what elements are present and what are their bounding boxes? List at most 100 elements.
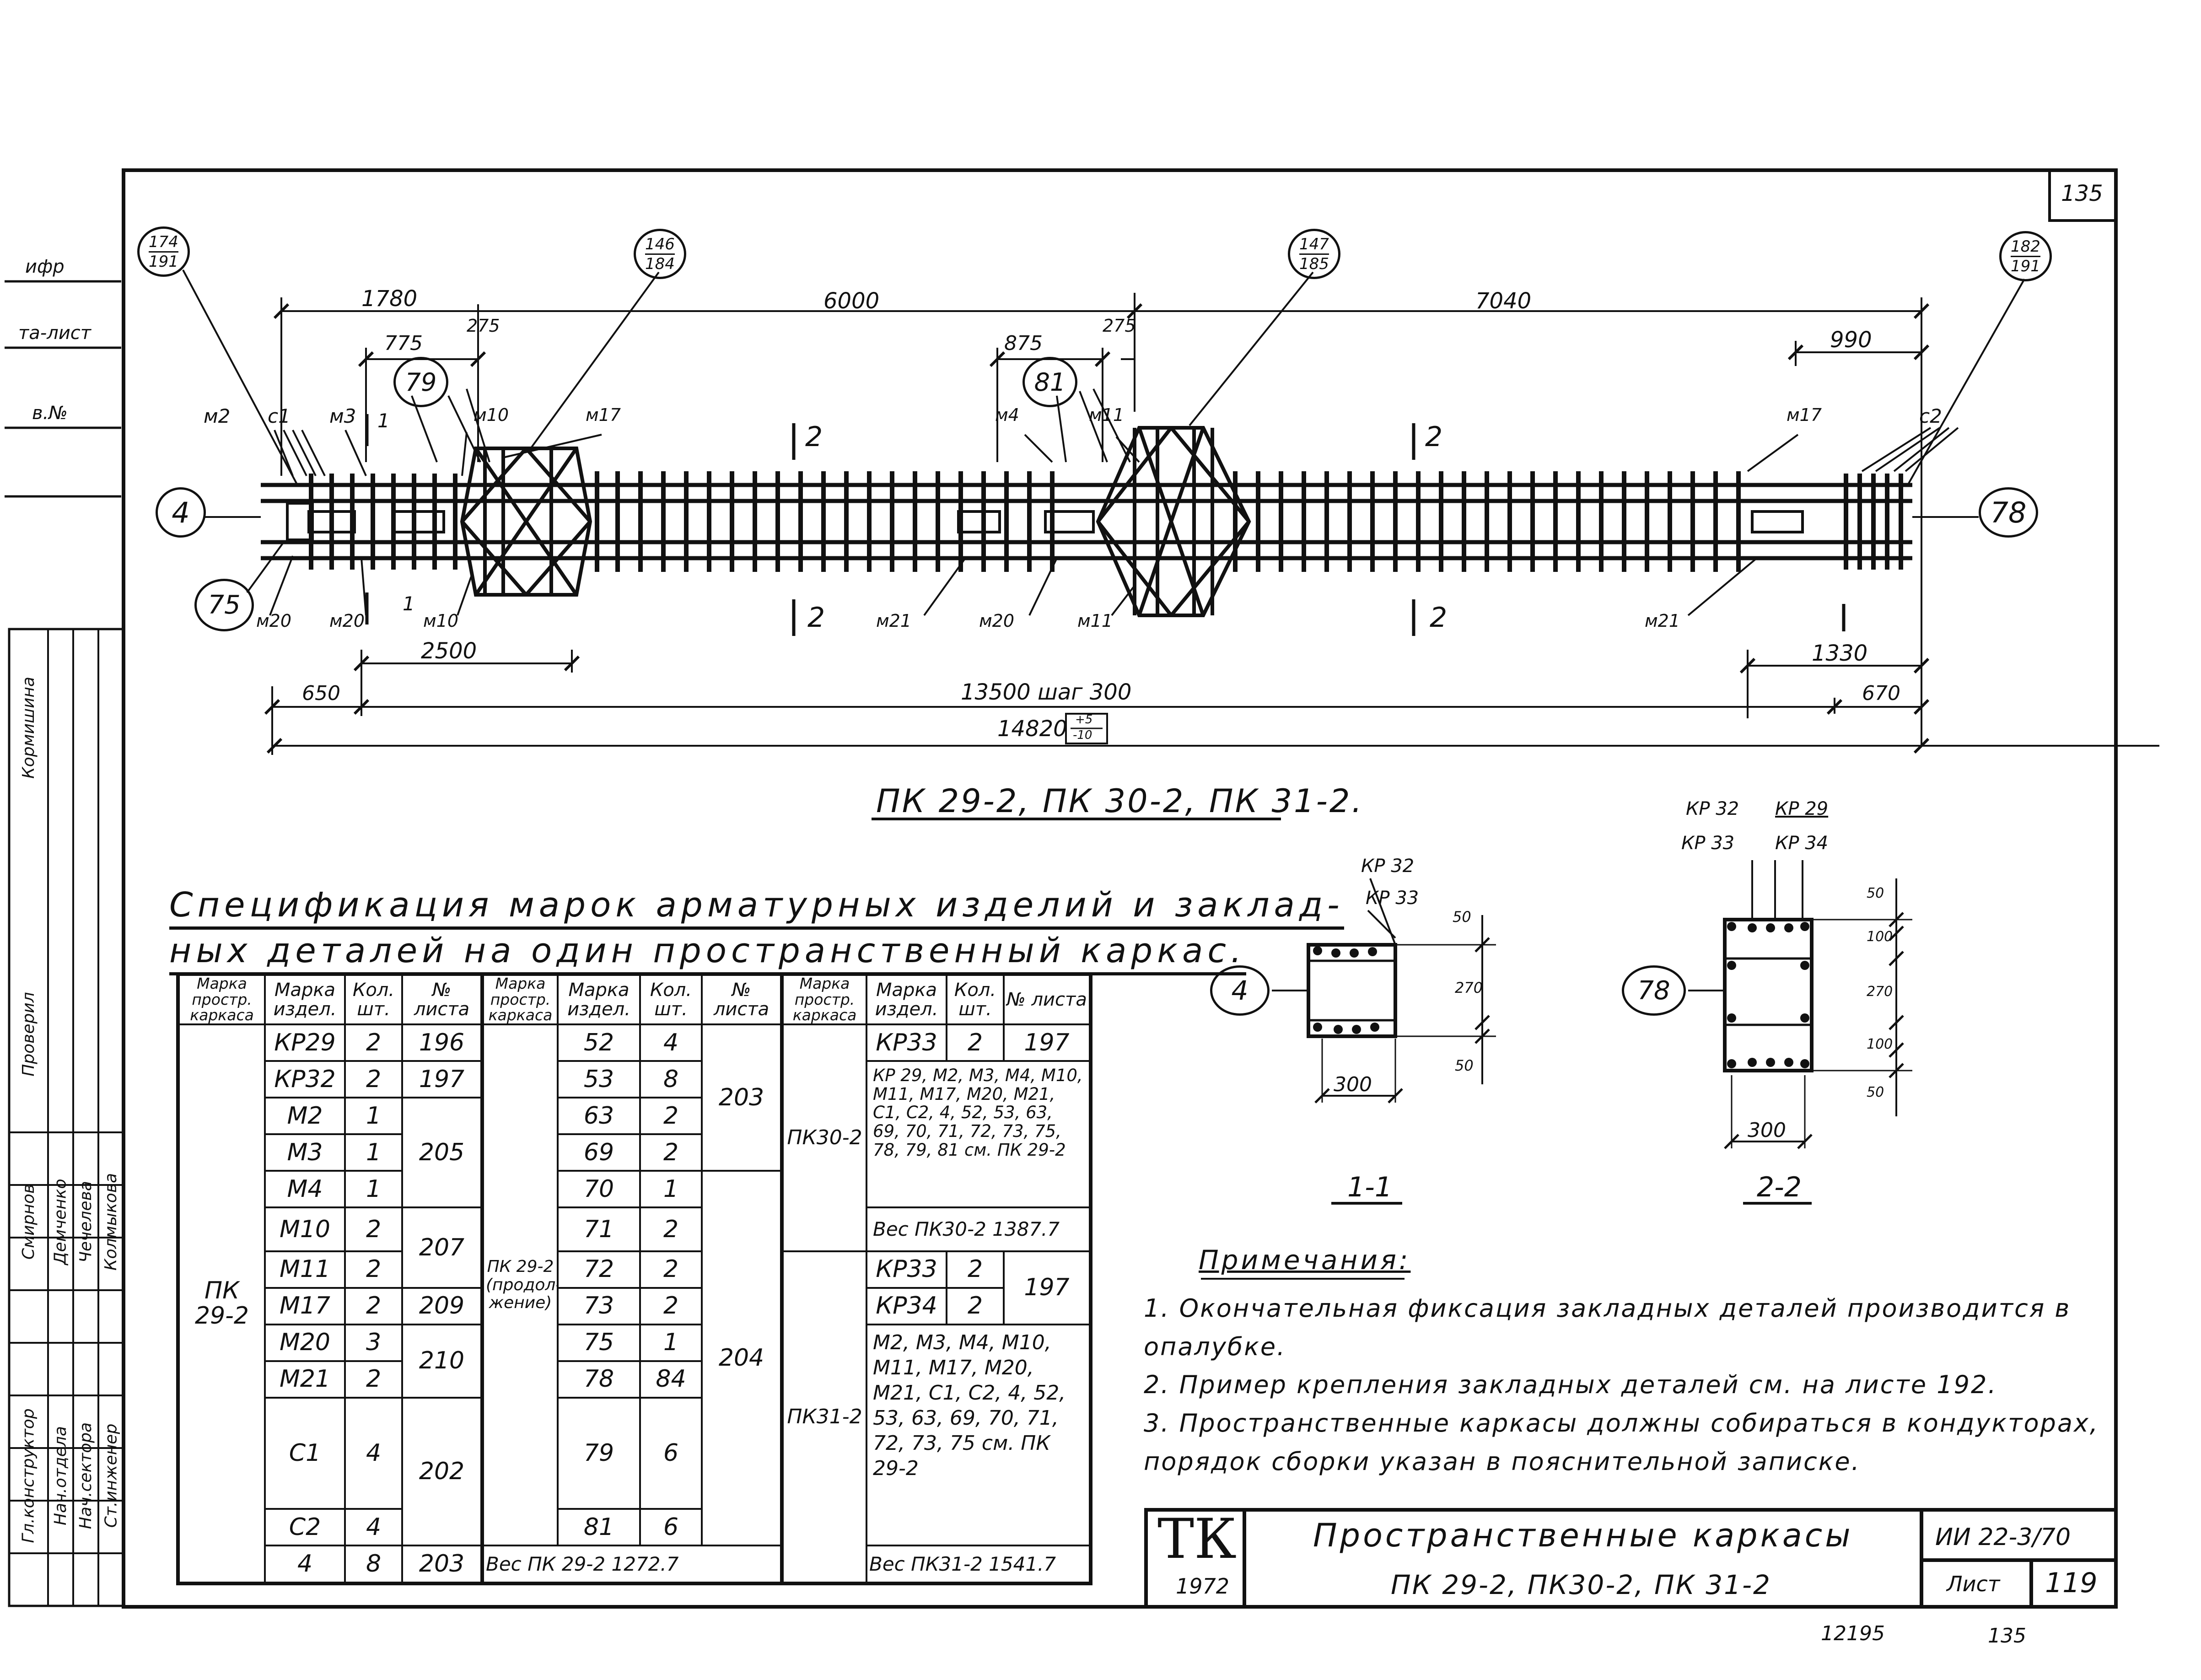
qty-cell: 6 [639, 1396, 703, 1510]
item-mark-cell: 69 [557, 1133, 641, 1172]
stamp-checked-label: Проверил [19, 991, 38, 1077]
axis-marker-4: 4 [1210, 965, 1270, 1016]
dimension-label: 275 [1103, 316, 1136, 336]
qty-cell: 6 [639, 1508, 703, 1547]
item-mark-cell: 63 [557, 1096, 641, 1135]
dimension-label: 300 [1334, 1073, 1372, 1096]
item-mark-cell: 71 [557, 1206, 641, 1252]
sheet-cell: 203 [701, 1023, 783, 1172]
item-mark-cell: КР33 [866, 1023, 947, 1062]
sheet-cell: 210 [401, 1323, 483, 1399]
stamp-name: Демченко [51, 1178, 70, 1265]
stamp-name: Чечелева [76, 1180, 95, 1263]
sheet-cell: 197 [1003, 1250, 1092, 1325]
column-header: Марка издел. [866, 973, 947, 1025]
callout-top: 174 [149, 233, 178, 253]
mark-label: м21 [876, 611, 912, 631]
item-mark-cell: 52 [557, 1023, 641, 1062]
dimension-label: 1330 [1812, 641, 1868, 666]
dimension-label: 270 [1455, 979, 1483, 996]
callout-bottom: 184 [645, 254, 675, 273]
tolerance-upper: +5 [1075, 713, 1093, 727]
table-row: М21 2 78 84 [178, 1360, 1091, 1399]
drawing-title: ПК 29-2, ПК 30-2, ПК 31-2. [876, 782, 1364, 820]
section-mark-label: 2 [807, 602, 825, 634]
spec-title-line1: Спецификация марок арматурных изделий и … [169, 885, 1344, 930]
mark-label: м20 [256, 611, 292, 631]
axis-label: 4 [1231, 975, 1248, 1006]
dimension-label: 13500 шаг 300 [961, 679, 1132, 705]
item-mark-cell: 81 [557, 1508, 641, 1547]
item-mark-cell: М11 [264, 1250, 346, 1289]
qty-cell: 84 [639, 1360, 703, 1399]
section-label-kp29: КР 29 [1775, 798, 1829, 819]
notes-block: Примечания: 1. Окончательная фиксация за… [1144, 1244, 2127, 1481]
spec-title-line2: ных деталей на один пространственный кар… [169, 931, 1246, 975]
dimension-label: 775 [384, 332, 423, 355]
frame-weight: Вес ПК 29-2 1272.7 [480, 1545, 783, 1584]
mark-label: м10 [423, 611, 459, 631]
section-label-kp33: КР 33 [1681, 833, 1735, 854]
dimension-label: 50 [1455, 1057, 1474, 1074]
detail-label: 81 [1034, 367, 1066, 397]
qty-cell: 4 [344, 1508, 403, 1547]
qty-cell: 1 [344, 1096, 403, 1135]
sheet-cell: 205 [401, 1096, 483, 1208]
mark-label: с2 [1919, 405, 1942, 427]
stamp-label: ифр [25, 256, 65, 277]
issue-year: 1972 [1176, 1574, 1230, 1599]
item-mark-cell: 75 [557, 1323, 641, 1362]
section-name: 2-2 [1757, 1171, 1802, 1203]
stamp-name-cell: Колмыкова [98, 1125, 124, 1318]
stamp-checked-name: Кормишина [19, 676, 38, 779]
item-mark-cell: С1 [264, 1396, 346, 1510]
qty-cell: 1 [344, 1169, 403, 1208]
axis-label: 4 [172, 495, 190, 529]
stamp-checked-cell: Проверил [9, 942, 48, 1125]
frame-mark-cell: ПК 29-2 (продол- жение) [480, 1023, 559, 1547]
item-mark-cell: 4 [264, 1545, 346, 1584]
stamp-checked-name-cell: Кормишина [9, 631, 48, 824]
stamp-label: та-лист [18, 323, 91, 344]
callout-bottom: 191 [149, 252, 178, 271]
table-row: М17 2 209 73 2 КР34 2 [178, 1287, 1091, 1325]
axis-label: 78 [1637, 975, 1670, 1006]
inventory-number: 12195 [1821, 1622, 1885, 1645]
column-header: Кол. шт. [344, 973, 403, 1025]
qty-cell: 2 [639, 1096, 703, 1135]
callout-bottom: 191 [2011, 257, 2040, 275]
frame-mark-cell: ПК31-2 [780, 1250, 867, 1585]
dimension-label: 2500 [421, 638, 477, 664]
item-mark-cell: М17 [264, 1287, 346, 1325]
item-mark-cell: КР29 [264, 1023, 346, 1062]
dimension-label: 50 [1453, 908, 1471, 926]
callout-bottom: 185 [1299, 254, 1329, 273]
table-row: 4 8 203 Вес ПК 29-2 1272.7 Вес ПК31-2 15… [178, 1545, 1092, 1584]
column-header: Марка простр. каркаса [780, 973, 867, 1025]
callout-top: 182 [2011, 237, 2040, 257]
dimension-label: 100 [1867, 1036, 1893, 1052]
column-header: Кол. шт. [639, 973, 703, 1025]
qty-cell: 2 [344, 1023, 403, 1062]
sheet-callout: 147 185 [1288, 229, 1340, 279]
sheet-callout: 174 191 [137, 226, 190, 277]
mark-label: м3 [329, 405, 356, 427]
item-mark-cell: М3 [264, 1133, 346, 1172]
corner-sheet-number: 135 [2061, 181, 2103, 206]
stamp-role-cell: Гл.конструктор [9, 1345, 48, 1606]
section-mark-label: 2 [1430, 602, 1448, 634]
diagonal-bars [460, 426, 1251, 617]
stamp-role: Гл.конструктор [19, 1408, 38, 1543]
stamp-role-cell: Нач.сектора [73, 1345, 98, 1606]
mark-label: м10 [474, 405, 509, 425]
tolerance-lower: -10 [1073, 728, 1092, 742]
sheet-label: Лист [1947, 1572, 2000, 1596]
qty-cell: 4 [639, 1023, 703, 1062]
included-items-list: М2, М3, М4, М10, М11, М17, М20, М21, С1,… [866, 1323, 1092, 1547]
qty-cell: 2 [344, 1060, 403, 1098]
item-mark-cell: М20 [264, 1323, 346, 1362]
stamp-name: Колмыкова [102, 1173, 121, 1271]
stamp-name: Смирнов [19, 1184, 38, 1260]
dimension-label: 275 [467, 316, 500, 336]
section-label-kp32: КР 32 [1361, 856, 1415, 877]
